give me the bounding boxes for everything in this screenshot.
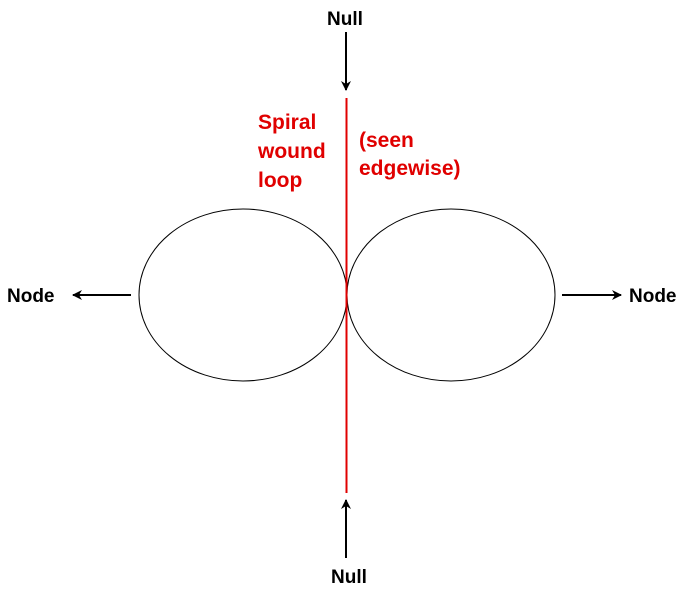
node-left-label: Node	[7, 286, 55, 307]
loop-label-line-2: wound	[257, 140, 326, 163]
right-lobe	[346, 208, 556, 382]
edgewise-label-line-2: edgewise)	[359, 157, 461, 180]
edgewise-label-line-1: (seen	[359, 129, 414, 152]
null-bottom-label: Null	[331, 567, 367, 588]
node-right-label: Node	[629, 286, 677, 307]
loop-label-line-1: Spiral	[258, 111, 316, 134]
left-lobe	[138, 208, 348, 382]
loop-label-line-3: loop	[258, 169, 302, 192]
null-top-label: Null	[327, 9, 363, 30]
